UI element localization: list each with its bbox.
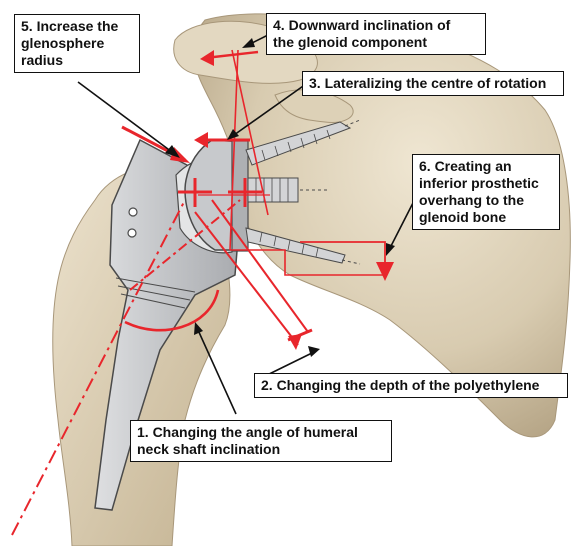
label-6-inferior-overhang: 6. Creating an inferior prosthetic overh…	[412, 154, 560, 230]
stem-hole-icon	[129, 208, 137, 216]
central-peg	[248, 178, 298, 202]
leader-line-5	[78, 82, 172, 152]
label-4-downward-inclination: 4. Downward inclination of the glenoid c…	[266, 13, 486, 55]
label-1-neck-shaft-angle: 1. Changing the angle of humeral neck sh…	[130, 420, 392, 462]
label-3-lateralizing-centre: 3. Lateralizing the centre of rotation	[302, 71, 564, 96]
leader-arrowhead-2-icon	[308, 346, 320, 357]
poly-depth-arrowhead-icon	[288, 334, 302, 350]
lateralization-arrowhead-icon	[194, 132, 208, 148]
label-2-polyethylene-depth: 2. Changing the depth of the polyethylen…	[254, 373, 568, 398]
leader-line-1	[198, 330, 236, 414]
stem-hole-icon	[128, 229, 136, 237]
label-5-glenosphere-radius: 5. Increase the glenosphere radius	[14, 14, 140, 73]
